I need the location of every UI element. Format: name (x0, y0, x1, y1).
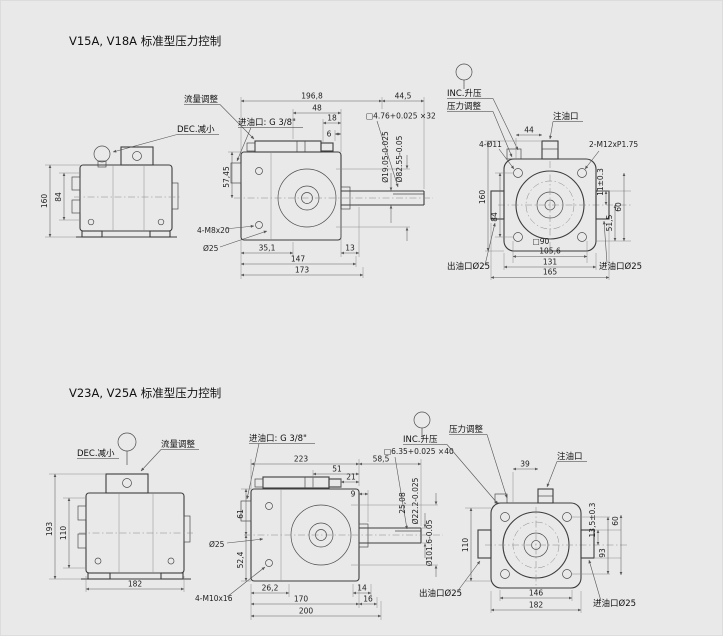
dim-label: 147 (291, 255, 306, 264)
v15a-rear-view: INC.升压 压力调整 注油口 44 4-Ø11 2-M12xP1.75 (447, 63, 642, 280)
corner-holes-label: 4-Ø11 (479, 140, 502, 149)
pressure-adjust-label: 压力调整 (449, 424, 484, 435)
dim-label: 84 (490, 212, 499, 222)
key-spec-label: □6.35+0.025 ×40 (384, 447, 454, 456)
dim-label: 35,1 (259, 244, 276, 253)
thread-label: 2-M12xP1.75 (589, 140, 638, 149)
dim-label: 58,5 (373, 455, 390, 464)
dim-label: □90 (533, 237, 550, 246)
dim-label: 39 (520, 460, 530, 469)
dim-label: 146 (529, 589, 544, 598)
dim-label: 16 (363, 595, 373, 604)
v15a-front-view: 196,8 44,5 48 18 6 57,45 Ø19.05-0.025 Ø8… (197, 92, 436, 279)
key-spec-label: □4.76+0.025 ×32 (366, 112, 436, 121)
flow-adjust-label: 流量调整 (184, 94, 219, 105)
hub-dia-label: Ø25 (209, 540, 225, 549)
dim-label: 13 (345, 244, 355, 253)
dim-label: 14 (357, 584, 367, 593)
shaft-dia-label: Ø19.05-0.025 (381, 131, 390, 183)
mount-bolt-label: 4-M10x16 (195, 594, 233, 603)
outlet-port-label: 出油口Ø25 (419, 588, 462, 599)
dim-label: 182 (529, 601, 544, 610)
dim-label: 196,8 (301, 92, 323, 101)
dim-label: 173 (295, 266, 310, 275)
dim-label: 105,6 (539, 247, 561, 256)
dim-label: 26,2 (262, 584, 279, 593)
shaft-dia-label: Ø22.2-0.025 (411, 477, 420, 524)
dim-label: 57,45 (222, 166, 231, 188)
dim-label: 48 (312, 104, 322, 113)
inlet-port-label: 进油口: G 3/8" (238, 117, 296, 128)
dim-label: 93 (598, 548, 607, 558)
dim-label: 84 (54, 192, 63, 202)
flow-adjust-label: 流量调整 (161, 439, 196, 450)
dim-label: 13,5±0.3 (588, 502, 597, 537)
inlet-port-label: 进油口Ø25 (593, 598, 636, 609)
v23a-front-dimensions: 223 58,5 51 21 9 □6.35+0.025 ×40 25,08 Ø… (195, 447, 454, 620)
dim-label: 160 (40, 194, 49, 209)
dim-label: 60 (614, 202, 623, 212)
oil-fill-label: 注油口 (557, 451, 583, 462)
mount-bolt-label: 4-M8x20 (197, 226, 230, 235)
oil-fill-label: 注油口 (553, 111, 579, 122)
outlet-port-label: 出油口Ø25 (447, 261, 490, 272)
v23a-rear-view: 压力调整 INC.升压 注油口 39 110 13,5 (403, 411, 636, 613)
dim-label: 21 (346, 473, 356, 482)
dim-label: 60 (611, 516, 620, 526)
dim-label: 170 (294, 595, 309, 604)
pilot-dia-label: Ø101.6-0.05 (425, 519, 434, 566)
dim-label: 182 (128, 580, 143, 589)
dim-label: 110 (461, 538, 470, 553)
v15a-side-dimensions: 84 160 (40, 164, 80, 238)
dim-label: 11±0.3 (596, 168, 605, 196)
v15a-front-dimensions: 196,8 44,5 48 18 6 57,45 Ø19.05-0.025 Ø8… (222, 92, 425, 279)
dim-label: 193 (45, 522, 54, 537)
pilot-dia-label: Ø82.55-0.05 (395, 135, 404, 182)
dim-label: 44 (524, 126, 534, 135)
section-title-v23a: V23A, V25A 标准型压力控制 (69, 386, 221, 400)
dim-label: 52,4 (236, 551, 245, 568)
dec-label: DEC.减小 (77, 448, 115, 459)
dim-label: 51,5 (605, 214, 614, 231)
v23a-rear-dimensions: 39 110 13,5±0.3 93 60 146 182 (461, 460, 623, 613)
v23a-side-dimensions: 110 193 182 (45, 473, 185, 592)
dim-label: 160 (478, 190, 487, 205)
dim-label: 9 (351, 490, 356, 499)
dim-label: 44,5 (395, 92, 412, 101)
dim-label: 165 (543, 268, 558, 277)
hub-dia-label: Ø25 (203, 244, 219, 253)
dim-label: 51 (332, 465, 342, 474)
dim-label: 61 (236, 509, 245, 519)
dim-label: 25,08 (398, 492, 407, 514)
v23a-front-view: 进油口: G 3/8" 223 58,5 51 (195, 433, 454, 620)
dim-label: 110 (59, 526, 68, 541)
v23a-side-view: DEC.减小 流量调整 110 193 182 (45, 432, 199, 592)
v15a-side-view: 84 160 流量调整 DEC.减小 (40, 94, 255, 238)
dec-label: DEC.减小 (177, 124, 215, 135)
dim-label: 6 (327, 130, 332, 139)
dim-label: 131 (543, 258, 558, 267)
v15a-rear-dimensions: 44 4-Ø11 2-M12xP1.75 160 84 11±0.3 51,5 … (478, 126, 638, 280)
inc-label: INC.升压 (447, 88, 482, 99)
inlet-port-label: 进油口: G 3/8" (249, 433, 307, 444)
dim-label: 223 (294, 455, 309, 464)
pressure-adjust-label: 压力调整 (447, 101, 482, 112)
dim-label: 18 (327, 114, 337, 123)
inc-label: INC.升压 (403, 434, 438, 445)
inlet-port-label: 进油口Ø25 (599, 261, 642, 272)
dim-label: 200 (299, 607, 314, 616)
section-title-v15a: V15A, V18A 标准型压力控制 (69, 34, 221, 48)
